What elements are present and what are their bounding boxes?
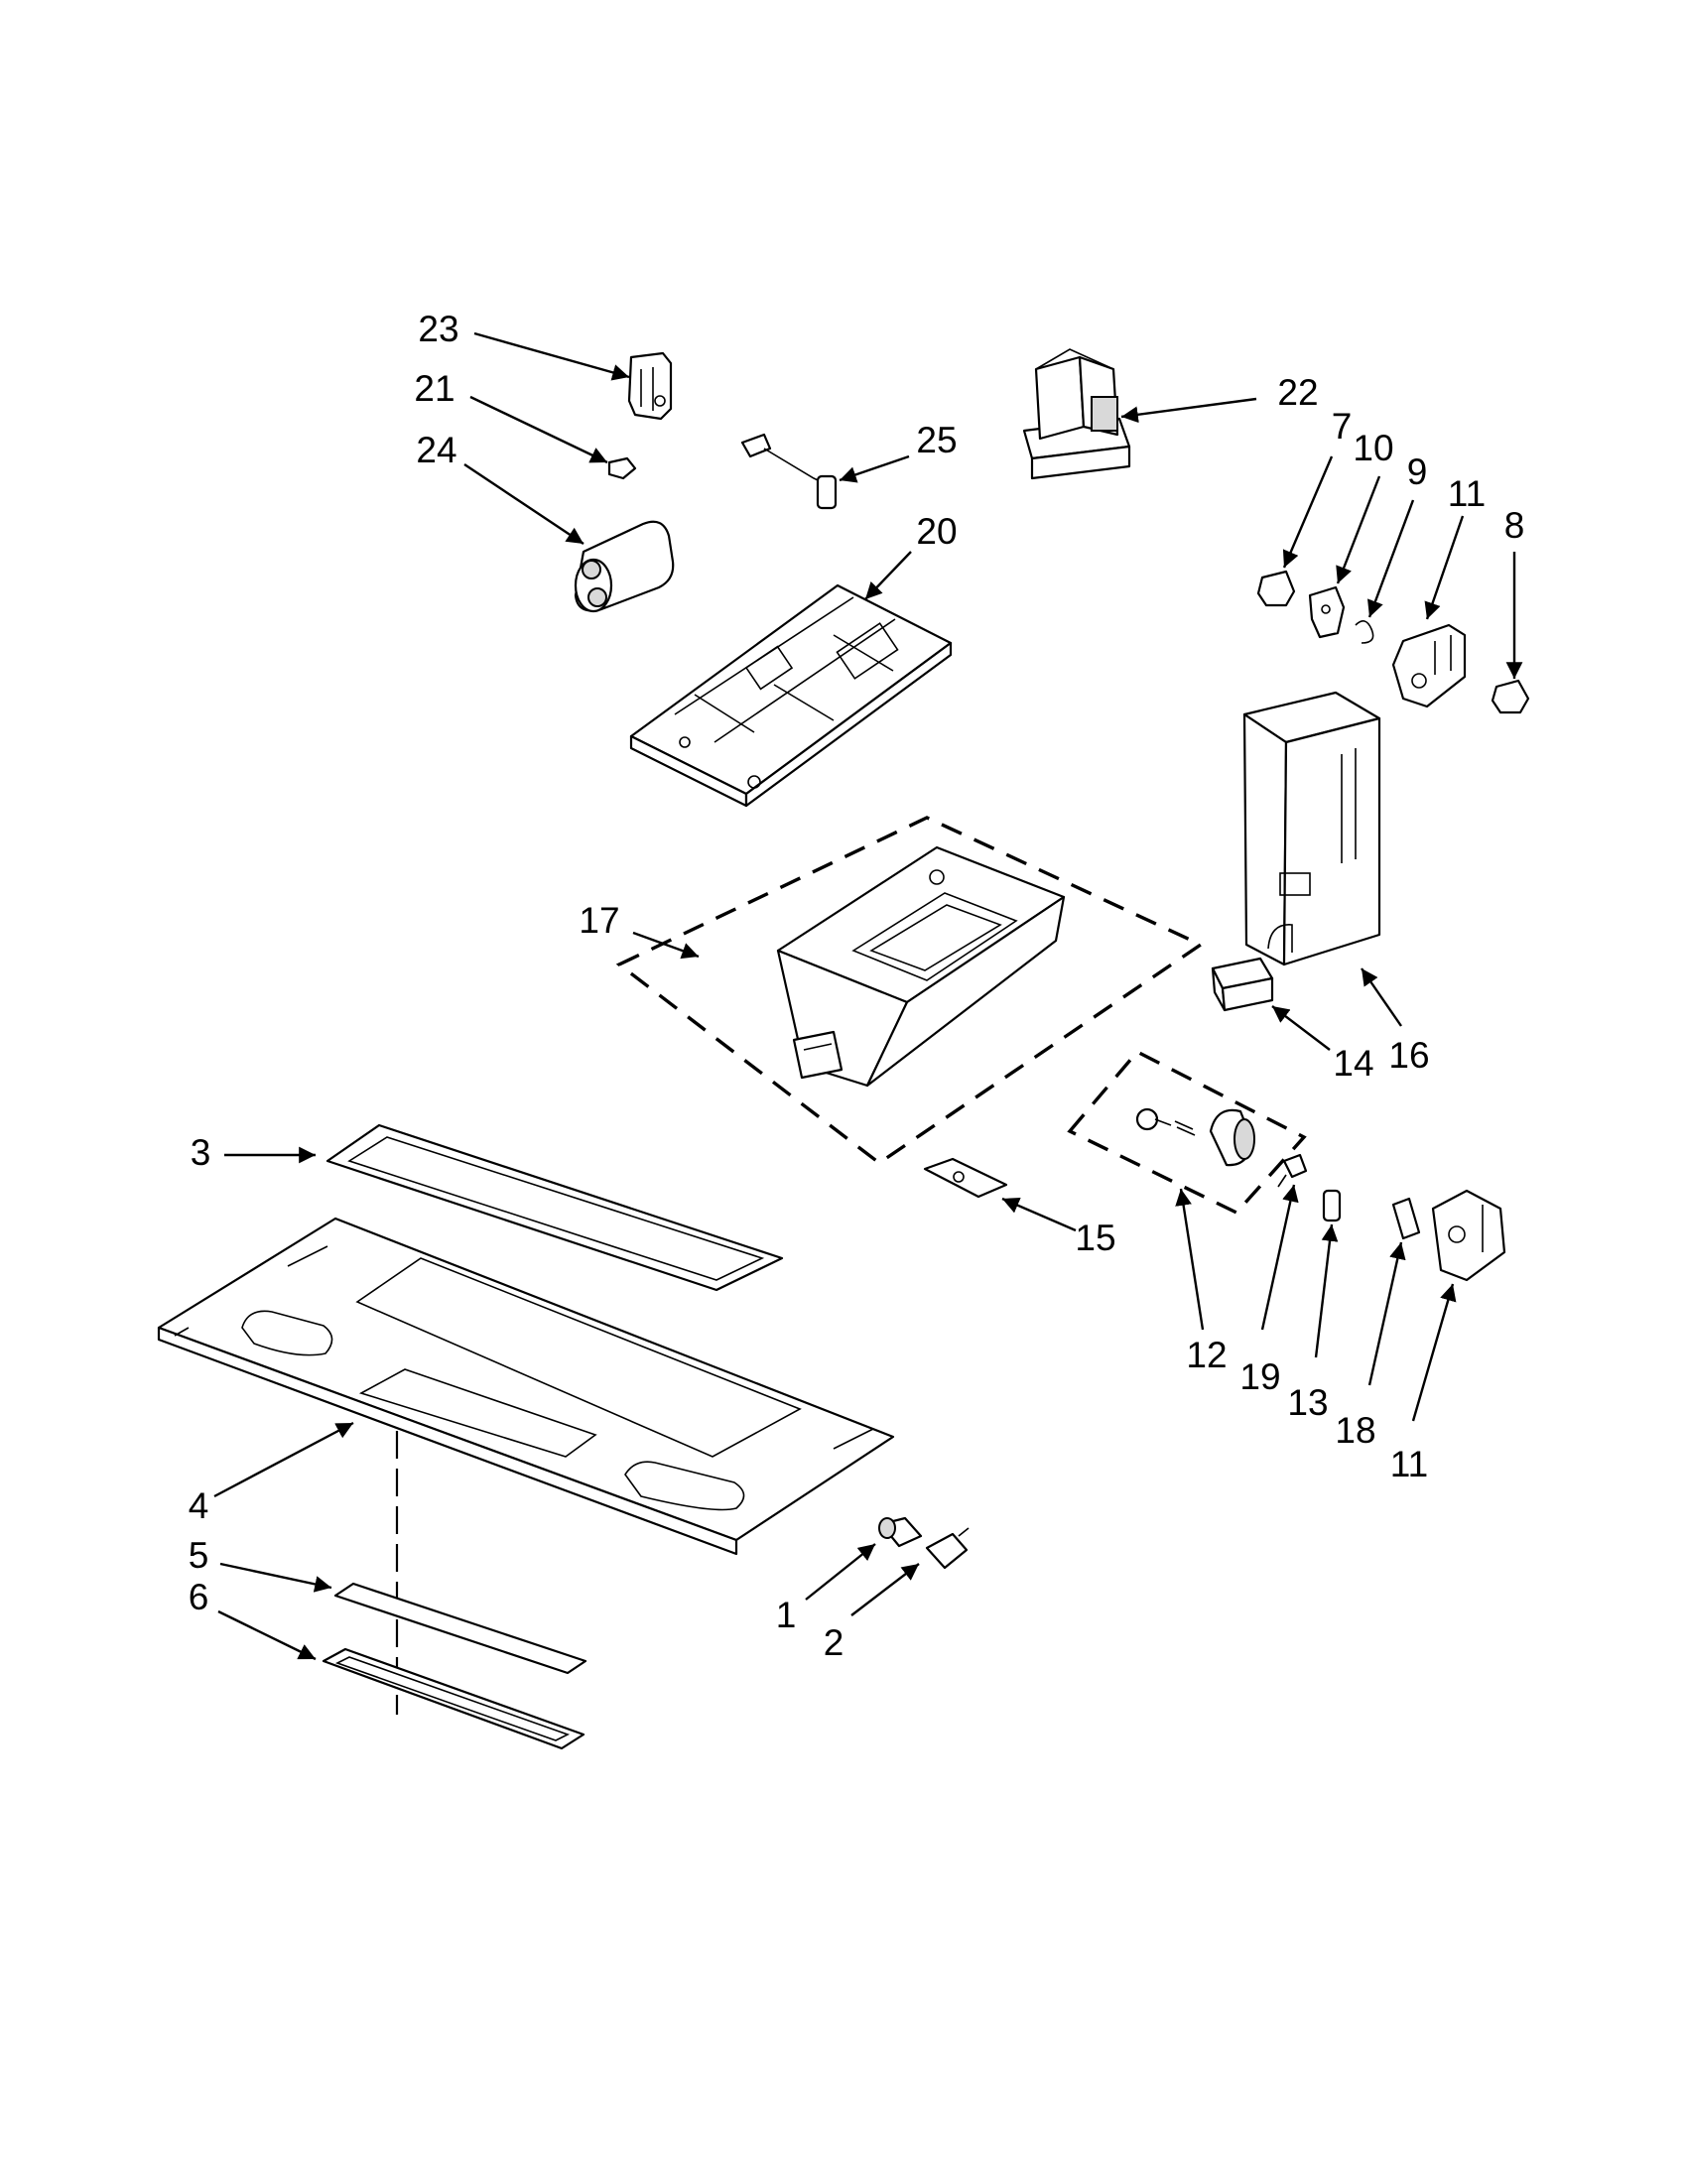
part-16-air-duct: [1242, 691, 1381, 966]
leader-4: [213, 1421, 354, 1498]
leader-5: [219, 1562, 332, 1593]
callout-12: 12: [1186, 1335, 1227, 1375]
part-8-knob: [1491, 679, 1530, 714]
callout-17: 17: [579, 900, 619, 941]
leader-24: [463, 463, 584, 545]
callout-16: 16: [1388, 1035, 1429, 1076]
callout-labels: 23 21 24 25 22 20 7 10 9 11 8 17 16 14 3…: [189, 309, 1525, 1663]
callout-11-bottom: 11: [1390, 1444, 1428, 1484]
callout-13: 13: [1287, 1382, 1328, 1423]
callout-24: 24: [416, 430, 456, 470]
part-20-mounting-plate: [629, 583, 953, 808]
callout-9: 9: [1407, 451, 1428, 492]
part-12-motor: [1135, 1107, 1255, 1167]
callout-25: 25: [916, 420, 957, 460]
callout-14: 14: [1333, 1043, 1373, 1084]
leader-21: [469, 395, 608, 464]
leader-13: [1314, 1223, 1339, 1358]
callout-18: 18: [1335, 1410, 1375, 1451]
callout-4: 4: [189, 1485, 209, 1526]
part-21-clip: [607, 456, 637, 480]
leader-7: [1282, 455, 1334, 569]
part-4-vent-panel: [157, 1217, 895, 1556]
callout-7: 7: [1332, 406, 1353, 447]
callout-5: 5: [189, 1535, 209, 1576]
callout-22: 22: [1277, 372, 1318, 413]
part-2-lamp-holder: [925, 1527, 970, 1570]
part-22-transformer: [1022, 348, 1131, 480]
callout-11-top: 11: [1448, 473, 1486, 514]
part-14-block: [1211, 957, 1274, 1012]
callout-10: 10: [1353, 428, 1393, 468]
part-13-fuse: [1322, 1189, 1342, 1222]
callout-21: 21: [414, 368, 454, 409]
leader-lines: [213, 331, 1523, 1661]
callout-15: 15: [1075, 1218, 1115, 1258]
part-24-capacitor: [574, 520, 675, 613]
leader-16: [1361, 967, 1402, 1027]
part-17-small-bracket: [792, 1030, 844, 1080]
part-3-filter: [325, 1123, 784, 1292]
leader-25: [839, 454, 910, 483]
group-17-outline: [615, 816, 1205, 1166]
callout-1: 1: [776, 1595, 797, 1635]
leader-23: [473, 331, 630, 381]
leader-15: [1001, 1197, 1077, 1232]
callout-6: 6: [189, 1577, 209, 1617]
part-7-knob: [1256, 570, 1296, 607]
part-19-screw: [1277, 1153, 1308, 1188]
leader-12: [1175, 1188, 1205, 1331]
leader-1: [805, 1543, 876, 1601]
leader-6: [217, 1609, 317, 1661]
part-11-switch-lower: [1431, 1189, 1506, 1282]
part-11-switch-top: [1391, 623, 1467, 708]
leader-14: [1271, 1005, 1331, 1051]
part-6-frame: [322, 1647, 585, 1750]
part-1-lamp-socket: [878, 1516, 923, 1548]
leader-17: [632, 931, 700, 960]
part-23-bracket: [627, 351, 673, 421]
leader-2: [850, 1563, 920, 1616]
part-5-lens: [333, 1582, 587, 1675]
group-12-outline: [1067, 1049, 1307, 1216]
part-9-spring: [1355, 620, 1374, 644]
callout-23: 23: [418, 309, 458, 349]
part-18-switch: [1391, 1197, 1421, 1240]
callout-3: 3: [191, 1132, 211, 1173]
part-10-bracket: [1308, 585, 1346, 639]
leader-20: [864, 551, 912, 600]
callout-20: 20: [916, 511, 957, 552]
leader-18: [1367, 1241, 1406, 1386]
part-25-wire-lead: [740, 433, 838, 510]
callout-2: 2: [824, 1622, 844, 1663]
leader-19: [1260, 1184, 1299, 1331]
leader-9: [1366, 499, 1415, 618]
part-15-plate: [923, 1157, 1008, 1199]
leader-22: [1120, 397, 1257, 424]
leader-10: [1336, 475, 1381, 584]
leader-11a: [1424, 515, 1465, 620]
leader-11b: [1411, 1283, 1457, 1422]
callout-8: 8: [1504, 505, 1525, 546]
callout-19: 19: [1239, 1356, 1280, 1397]
